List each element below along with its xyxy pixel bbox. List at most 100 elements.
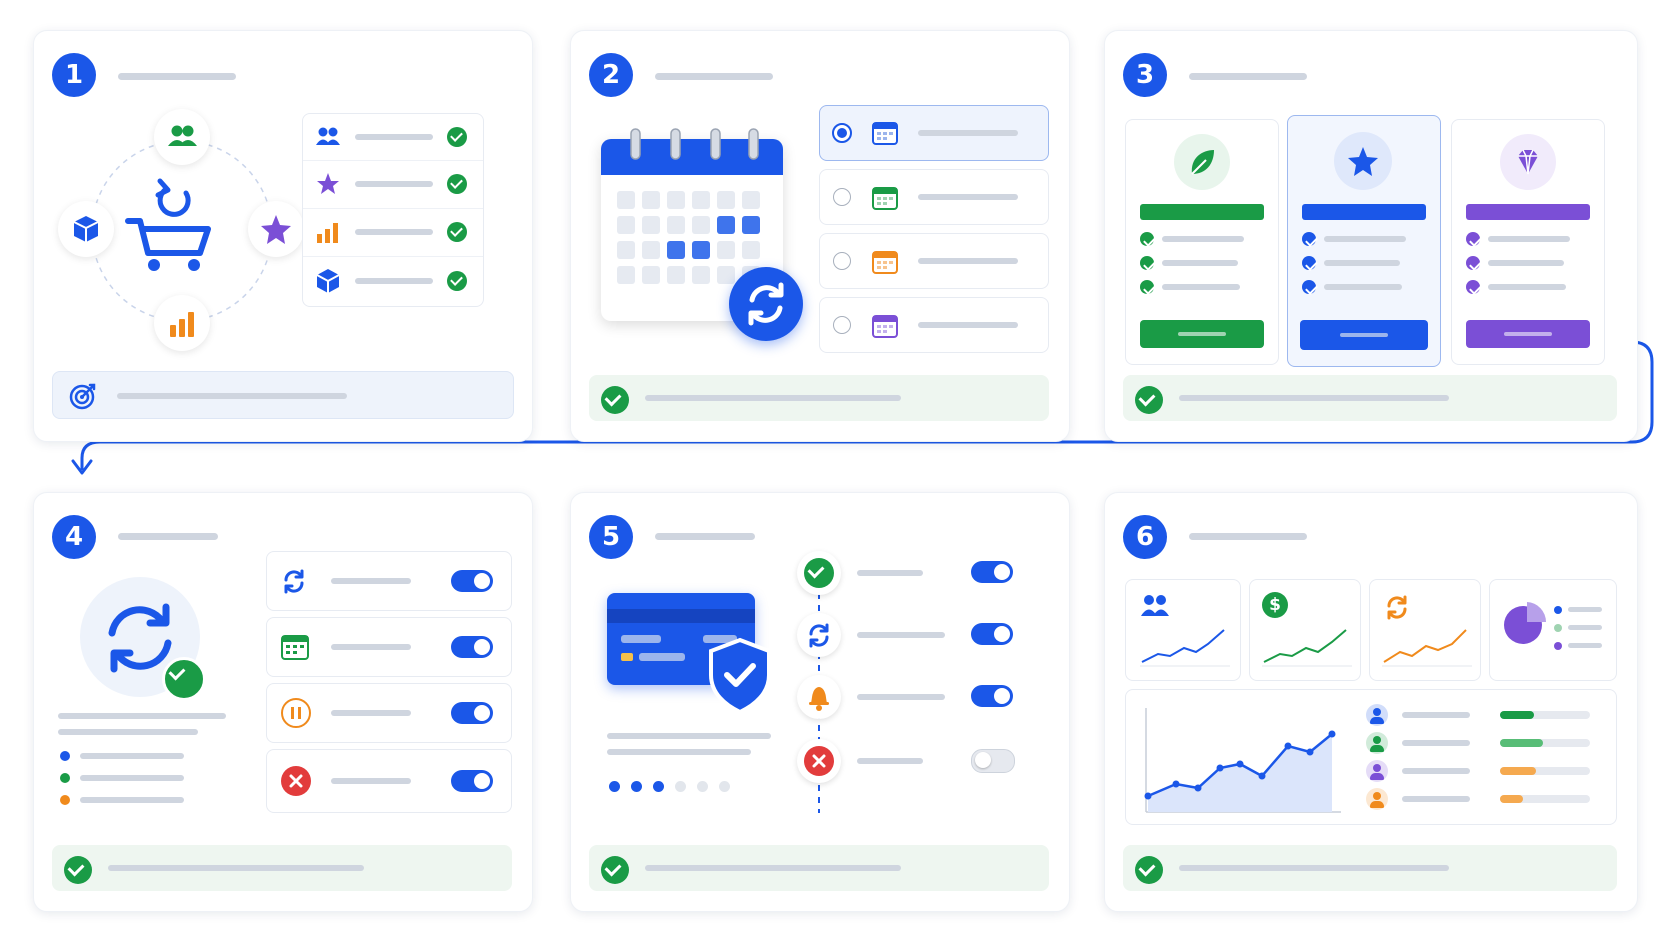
star-icon	[1334, 132, 1392, 190]
sparkline	[1382, 629, 1472, 667]
calendar-day	[692, 191, 710, 209]
page-dot[interactable]	[653, 781, 664, 792]
step-2-title-placeholder	[655, 73, 773, 80]
stat-card-revenue[interactable]: $	[1249, 579, 1361, 681]
calendar-icon	[872, 187, 898, 210]
calendar-day	[717, 191, 735, 209]
step-6-badge: 6	[1123, 515, 1167, 559]
user-row	[1366, 788, 1606, 812]
sync-icon	[729, 267, 803, 341]
refresh-icon	[1387, 595, 1407, 620]
option-4[interactable]	[819, 297, 1049, 353]
check-icon	[447, 222, 467, 242]
plan-card-featured[interactable]	[1287, 115, 1441, 367]
page-dot[interactable]	[631, 781, 642, 792]
step-2-badge: 2	[589, 53, 633, 97]
calendar-day	[617, 241, 635, 259]
calendar-day	[717, 216, 735, 234]
users-icon	[316, 127, 340, 145]
calendar-day	[617, 266, 635, 284]
cube-icon	[316, 269, 340, 293]
list-item	[303, 114, 483, 161]
option-2[interactable]	[819, 169, 1049, 225]
step-3-title-placeholder	[1189, 73, 1307, 80]
check-icon	[601, 386, 629, 414]
calendar-day	[742, 191, 760, 209]
select-plan-button[interactable]	[1466, 320, 1590, 348]
step-5-title-placeholder	[655, 533, 755, 540]
page-dot[interactable]	[609, 781, 620, 792]
toggle-switch[interactable]	[971, 685, 1013, 707]
toggle-switch-off[interactable]	[971, 749, 1015, 773]
target-icon	[69, 383, 96, 410]
calendar-day	[642, 216, 660, 234]
stat-card-renewals[interactable]	[1369, 579, 1481, 681]
star-icon	[248, 201, 304, 257]
radio-icon[interactable]	[833, 252, 851, 270]
setting-row	[266, 749, 512, 813]
calendar-icon	[872, 251, 898, 274]
toggle-switch[interactable]	[451, 570, 493, 592]
page-dot[interactable]	[675, 781, 686, 792]
user-row	[1366, 760, 1606, 784]
dollar-icon: $	[1262, 592, 1288, 618]
step-1-title-placeholder	[118, 73, 236, 80]
users-icon	[154, 109, 210, 165]
calendar-day	[742, 241, 760, 259]
step-4-title-placeholder	[118, 533, 218, 540]
step-4-footer	[52, 845, 512, 891]
user-row	[1366, 732, 1606, 756]
list-item	[303, 208, 483, 257]
step-5-badge: 5	[589, 515, 633, 559]
stat-card-distribution[interactable]	[1489, 579, 1617, 681]
refresh-cart-icon	[122, 171, 222, 281]
page-dot[interactable]	[697, 781, 708, 792]
check-icon	[804, 558, 834, 588]
toggle-switch[interactable]	[451, 770, 493, 792]
calendar-day	[642, 241, 660, 259]
calendar-day	[642, 191, 660, 209]
feature-checklist	[302, 113, 484, 307]
step-3-badge: 3	[1123, 53, 1167, 97]
progress-bar	[1500, 739, 1590, 747]
list-item	[303, 160, 483, 209]
plan-card-basic[interactable]	[1125, 119, 1279, 365]
calendar-day	[717, 266, 735, 284]
calendar-icon	[281, 635, 309, 660]
stat-card-users[interactable]	[1125, 579, 1241, 681]
check-icon	[447, 174, 467, 194]
toggle-switch[interactable]	[451, 636, 493, 658]
select-plan-button[interactable]	[1140, 320, 1264, 348]
radio-selected[interactable]	[832, 123, 852, 143]
option-1[interactable]	[819, 105, 1049, 161]
select-plan-button[interactable]	[1300, 320, 1428, 350]
cube-icon	[58, 201, 114, 257]
pause-icon	[281, 698, 311, 728]
radio-icon[interactable]	[833, 316, 851, 334]
timeline-step	[797, 613, 841, 657]
plan-card-premium[interactable]	[1451, 119, 1605, 365]
toggle-switch[interactable]	[971, 561, 1013, 583]
calendar-day	[617, 191, 635, 209]
step-4-badge: 4	[52, 515, 96, 559]
calendar-icon	[872, 315, 898, 338]
calendar-day	[667, 241, 685, 259]
calendar-day	[717, 241, 735, 259]
sparkline	[1262, 629, 1352, 667]
cancel-icon	[804, 746, 834, 776]
check-icon	[162, 657, 206, 701]
calendar-icon	[872, 122, 898, 145]
timeline-step	[797, 675, 841, 719]
progress-bar	[1500, 795, 1590, 803]
step-6-panel: 6 $	[1104, 492, 1638, 912]
step-5-footer	[589, 845, 1049, 891]
option-3[interactable]	[819, 233, 1049, 289]
setting-row	[266, 551, 512, 611]
page-dot[interactable]	[719, 781, 730, 792]
user-row	[1366, 704, 1606, 728]
toggle-switch[interactable]	[451, 702, 493, 724]
refresh-icon	[284, 569, 304, 594]
radio-icon[interactable]	[833, 188, 851, 206]
toggle-switch[interactable]	[971, 623, 1013, 645]
step-5-panel: 5	[570, 492, 1070, 912]
